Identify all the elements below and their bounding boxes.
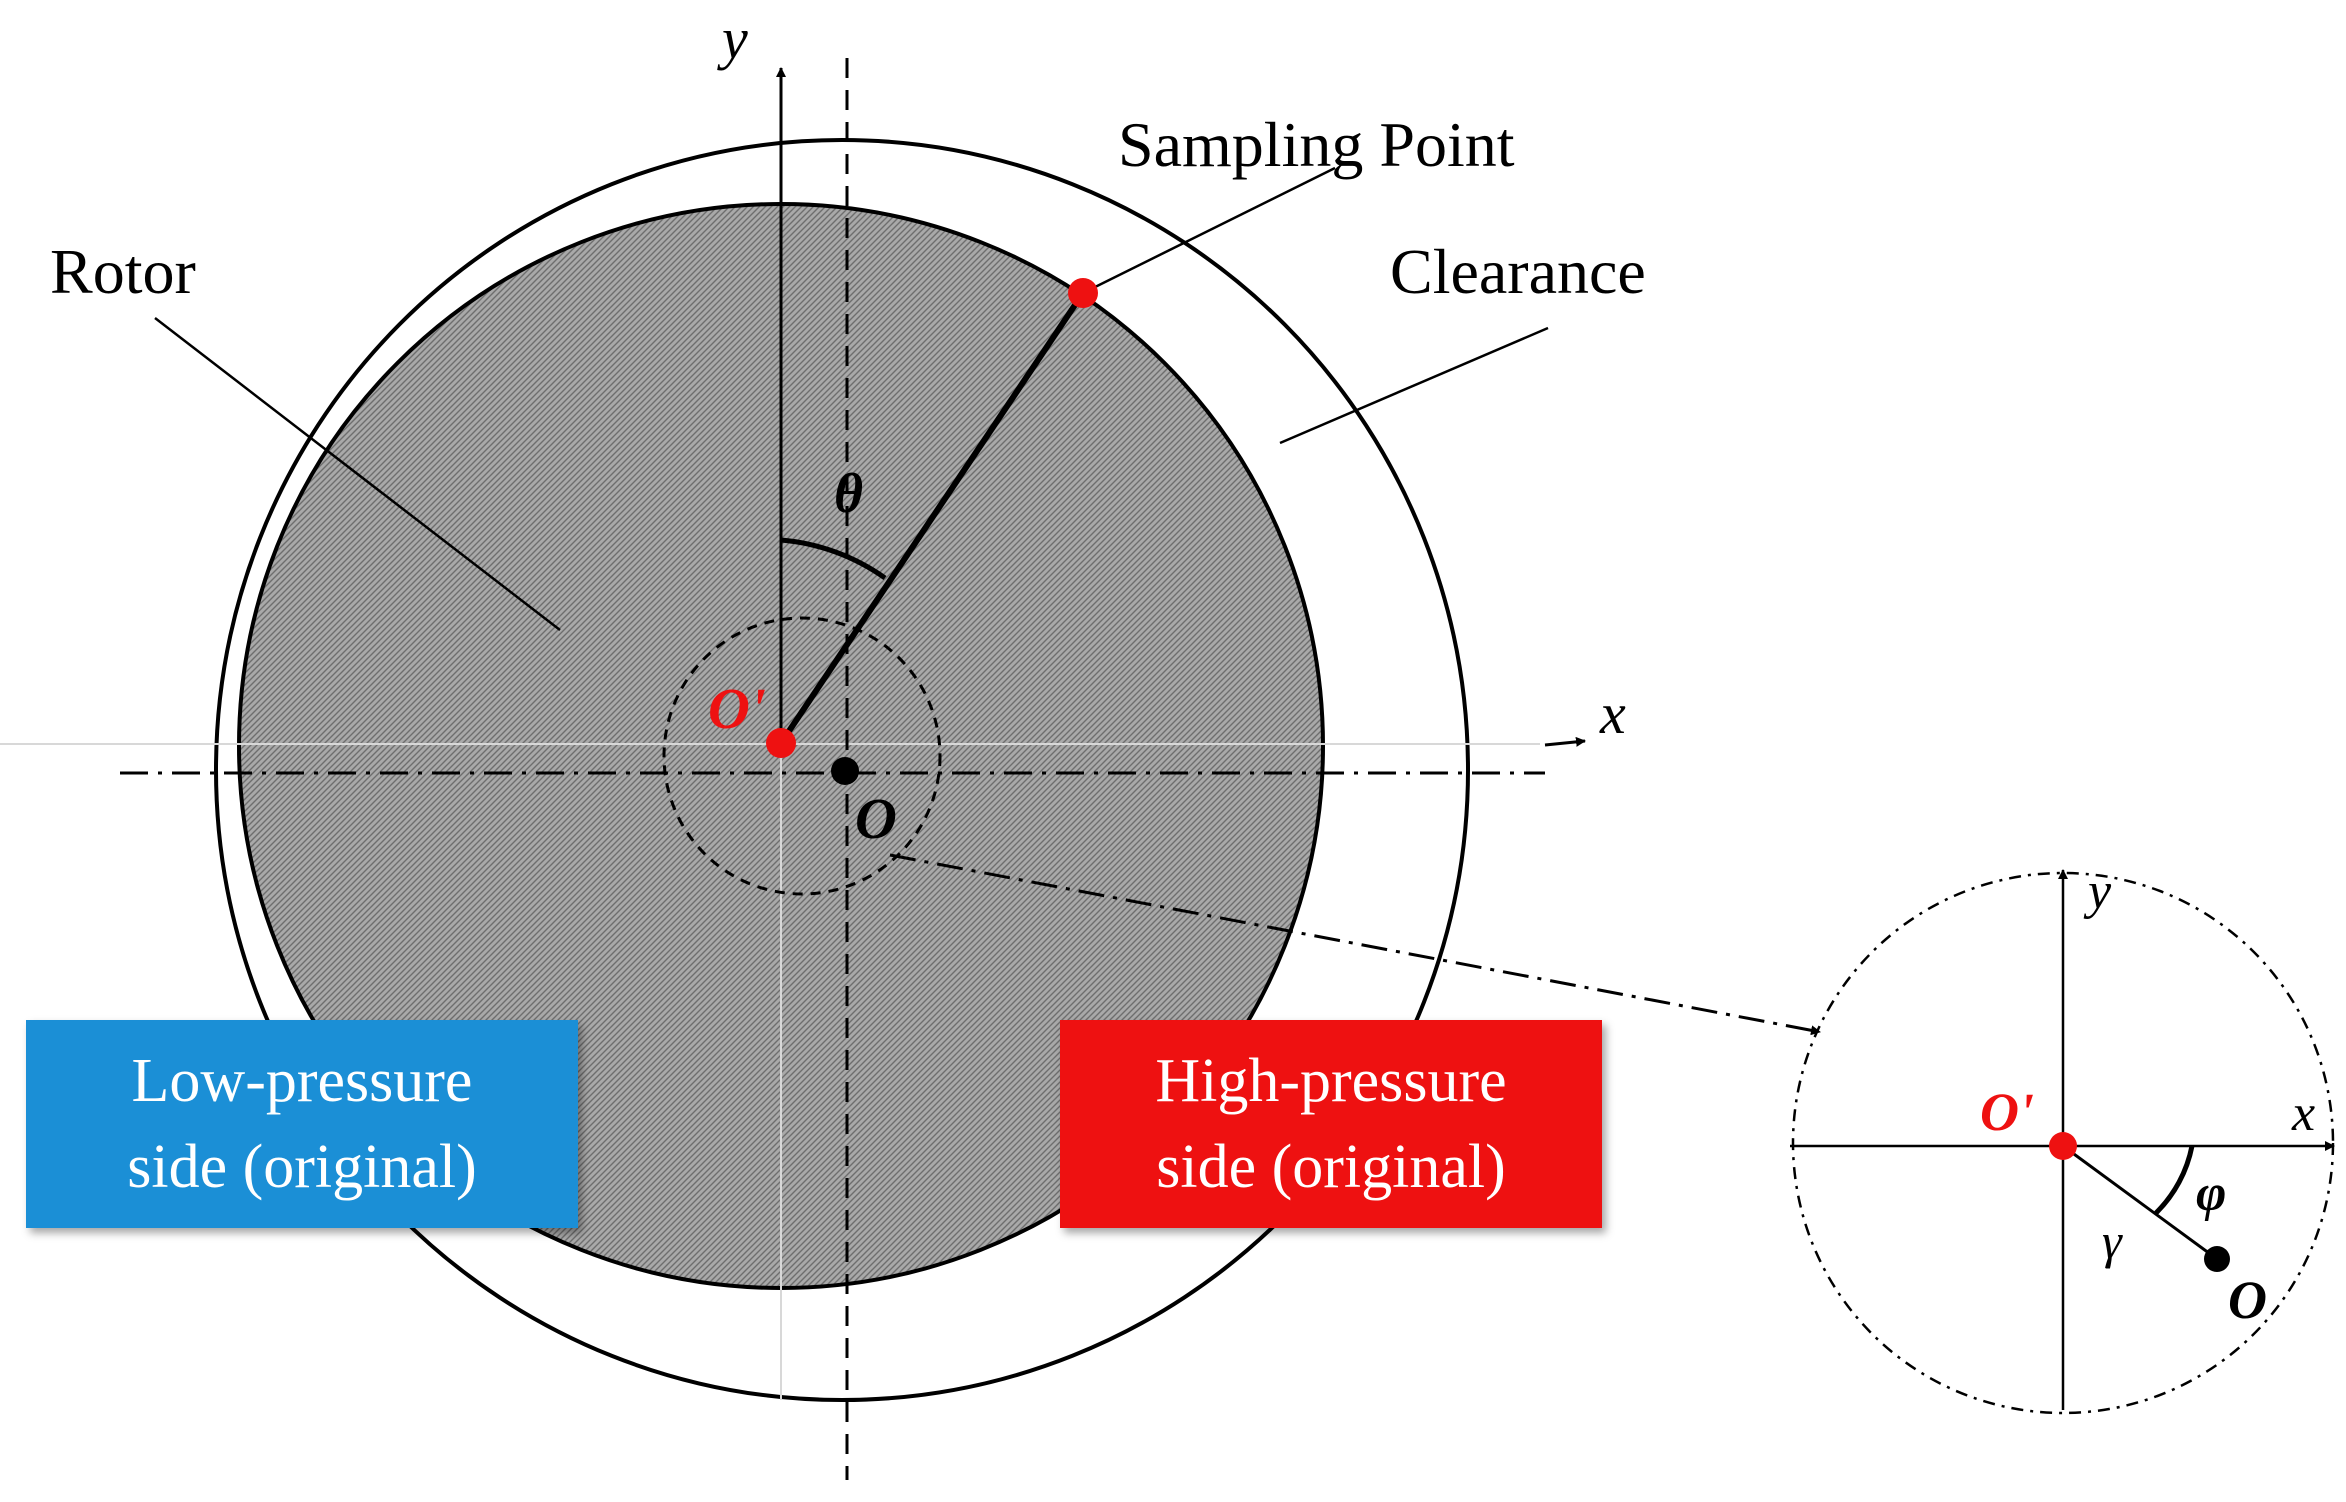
- clearance-leader: [1279, 326, 1549, 445]
- inset-o-label: O: [2228, 1270, 2267, 1330]
- eccentric-orbit-circle: [662, 616, 942, 896]
- sampling-point-marker: [1068, 278, 1098, 308]
- rotor-label: Rotor: [50, 236, 196, 307]
- o-prime-marker: [766, 728, 796, 758]
- inset-x-label: x: [2291, 1085, 2315, 1142]
- sampling-point-leader: [1082, 166, 1336, 295]
- x-axis-label: x: [1599, 681, 1626, 746]
- o-label: O: [855, 786, 897, 851]
- inset-pointer: [889, 853, 1821, 1036]
- theta-arc: [780, 537, 887, 581]
- rotor-leader: [154, 317, 561, 631]
- low-pressure-text: Low-pressure side (original): [127, 1038, 477, 1210]
- high-pressure-text: High-pressure side (original): [1155, 1038, 1506, 1210]
- x-axis-arrow: [1544, 736, 1586, 747]
- inset-gamma-segment: [2062, 1144, 2218, 1261]
- sampling-radius: [778, 291, 1086, 745]
- low-pressure-line2: side (original): [127, 1133, 477, 1201]
- inset-detail: y x O' O φ γ: [1790, 863, 2335, 1415]
- inset-o-marker: [2204, 1246, 2230, 1272]
- clearance-label: Clearance: [1390, 236, 1646, 307]
- inset-o-prime-marker: [2049, 1132, 2077, 1160]
- inset-o-prime-label: O': [1980, 1082, 2034, 1142]
- inset-y-label: y: [2083, 863, 2112, 920]
- gamma-label: γ: [2102, 1213, 2123, 1269]
- y-axis-label: y: [717, 6, 748, 71]
- low-pressure-line1: Low-pressure: [131, 1047, 473, 1115]
- sampling-point-label: Sampling Point: [1118, 109, 1515, 180]
- o-marker: [831, 757, 859, 785]
- o-prime-label: O': [708, 676, 766, 741]
- high-pressure-line1: High-pressure: [1155, 1047, 1507, 1115]
- high-pressure-side-box: High-pressure side (original): [1060, 1020, 1602, 1228]
- phi-label: φ: [2196, 1165, 2226, 1222]
- theta-label: θ: [834, 463, 863, 525]
- low-pressure-side-box: Low-pressure side (original): [26, 1020, 578, 1228]
- high-pressure-line2: side (original): [1156, 1133, 1506, 1201]
- phi-arc: [2154, 1145, 2195, 1215]
